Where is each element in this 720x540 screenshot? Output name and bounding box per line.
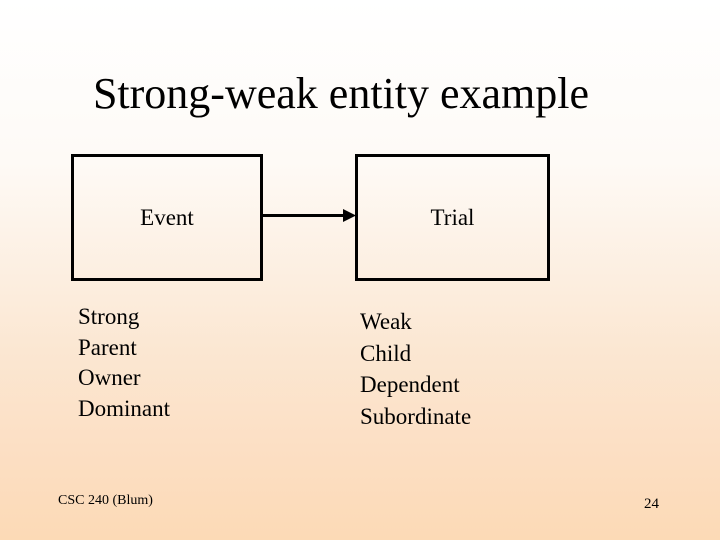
- slide-title: Strong-weak entity example: [92, 69, 590, 118]
- footer-course-label: CSC 240 (Blum): [58, 493, 153, 508]
- weak-synonyms-list: Weak Child Dependent Subordinate: [360, 306, 471, 432]
- list-item: Weak: [360, 309, 412, 334]
- list-item: Child: [360, 340, 412, 366]
- weak-entity-label: Trial: [430, 204, 475, 230]
- list-item: Strong: [78, 304, 140, 329]
- list-item: Dependent: [360, 372, 460, 397]
- strong-entity-box: Event: [71, 154, 263, 281]
- list-item: Subordinate: [360, 403, 472, 429]
- list-item: Parent: [78, 334, 137, 360]
- list-item: Owner: [78, 365, 141, 390]
- strong-synonyms-list: Strong Parent Owner Dominant: [78, 302, 170, 424]
- weak-entity-box: Trial: [355, 154, 550, 281]
- right-arrow-icon: [262, 209, 356, 222]
- list-item: Dominant: [78, 395, 170, 421]
- strong-entity-label: Event: [140, 204, 194, 230]
- page-number: 24: [644, 496, 659, 512]
